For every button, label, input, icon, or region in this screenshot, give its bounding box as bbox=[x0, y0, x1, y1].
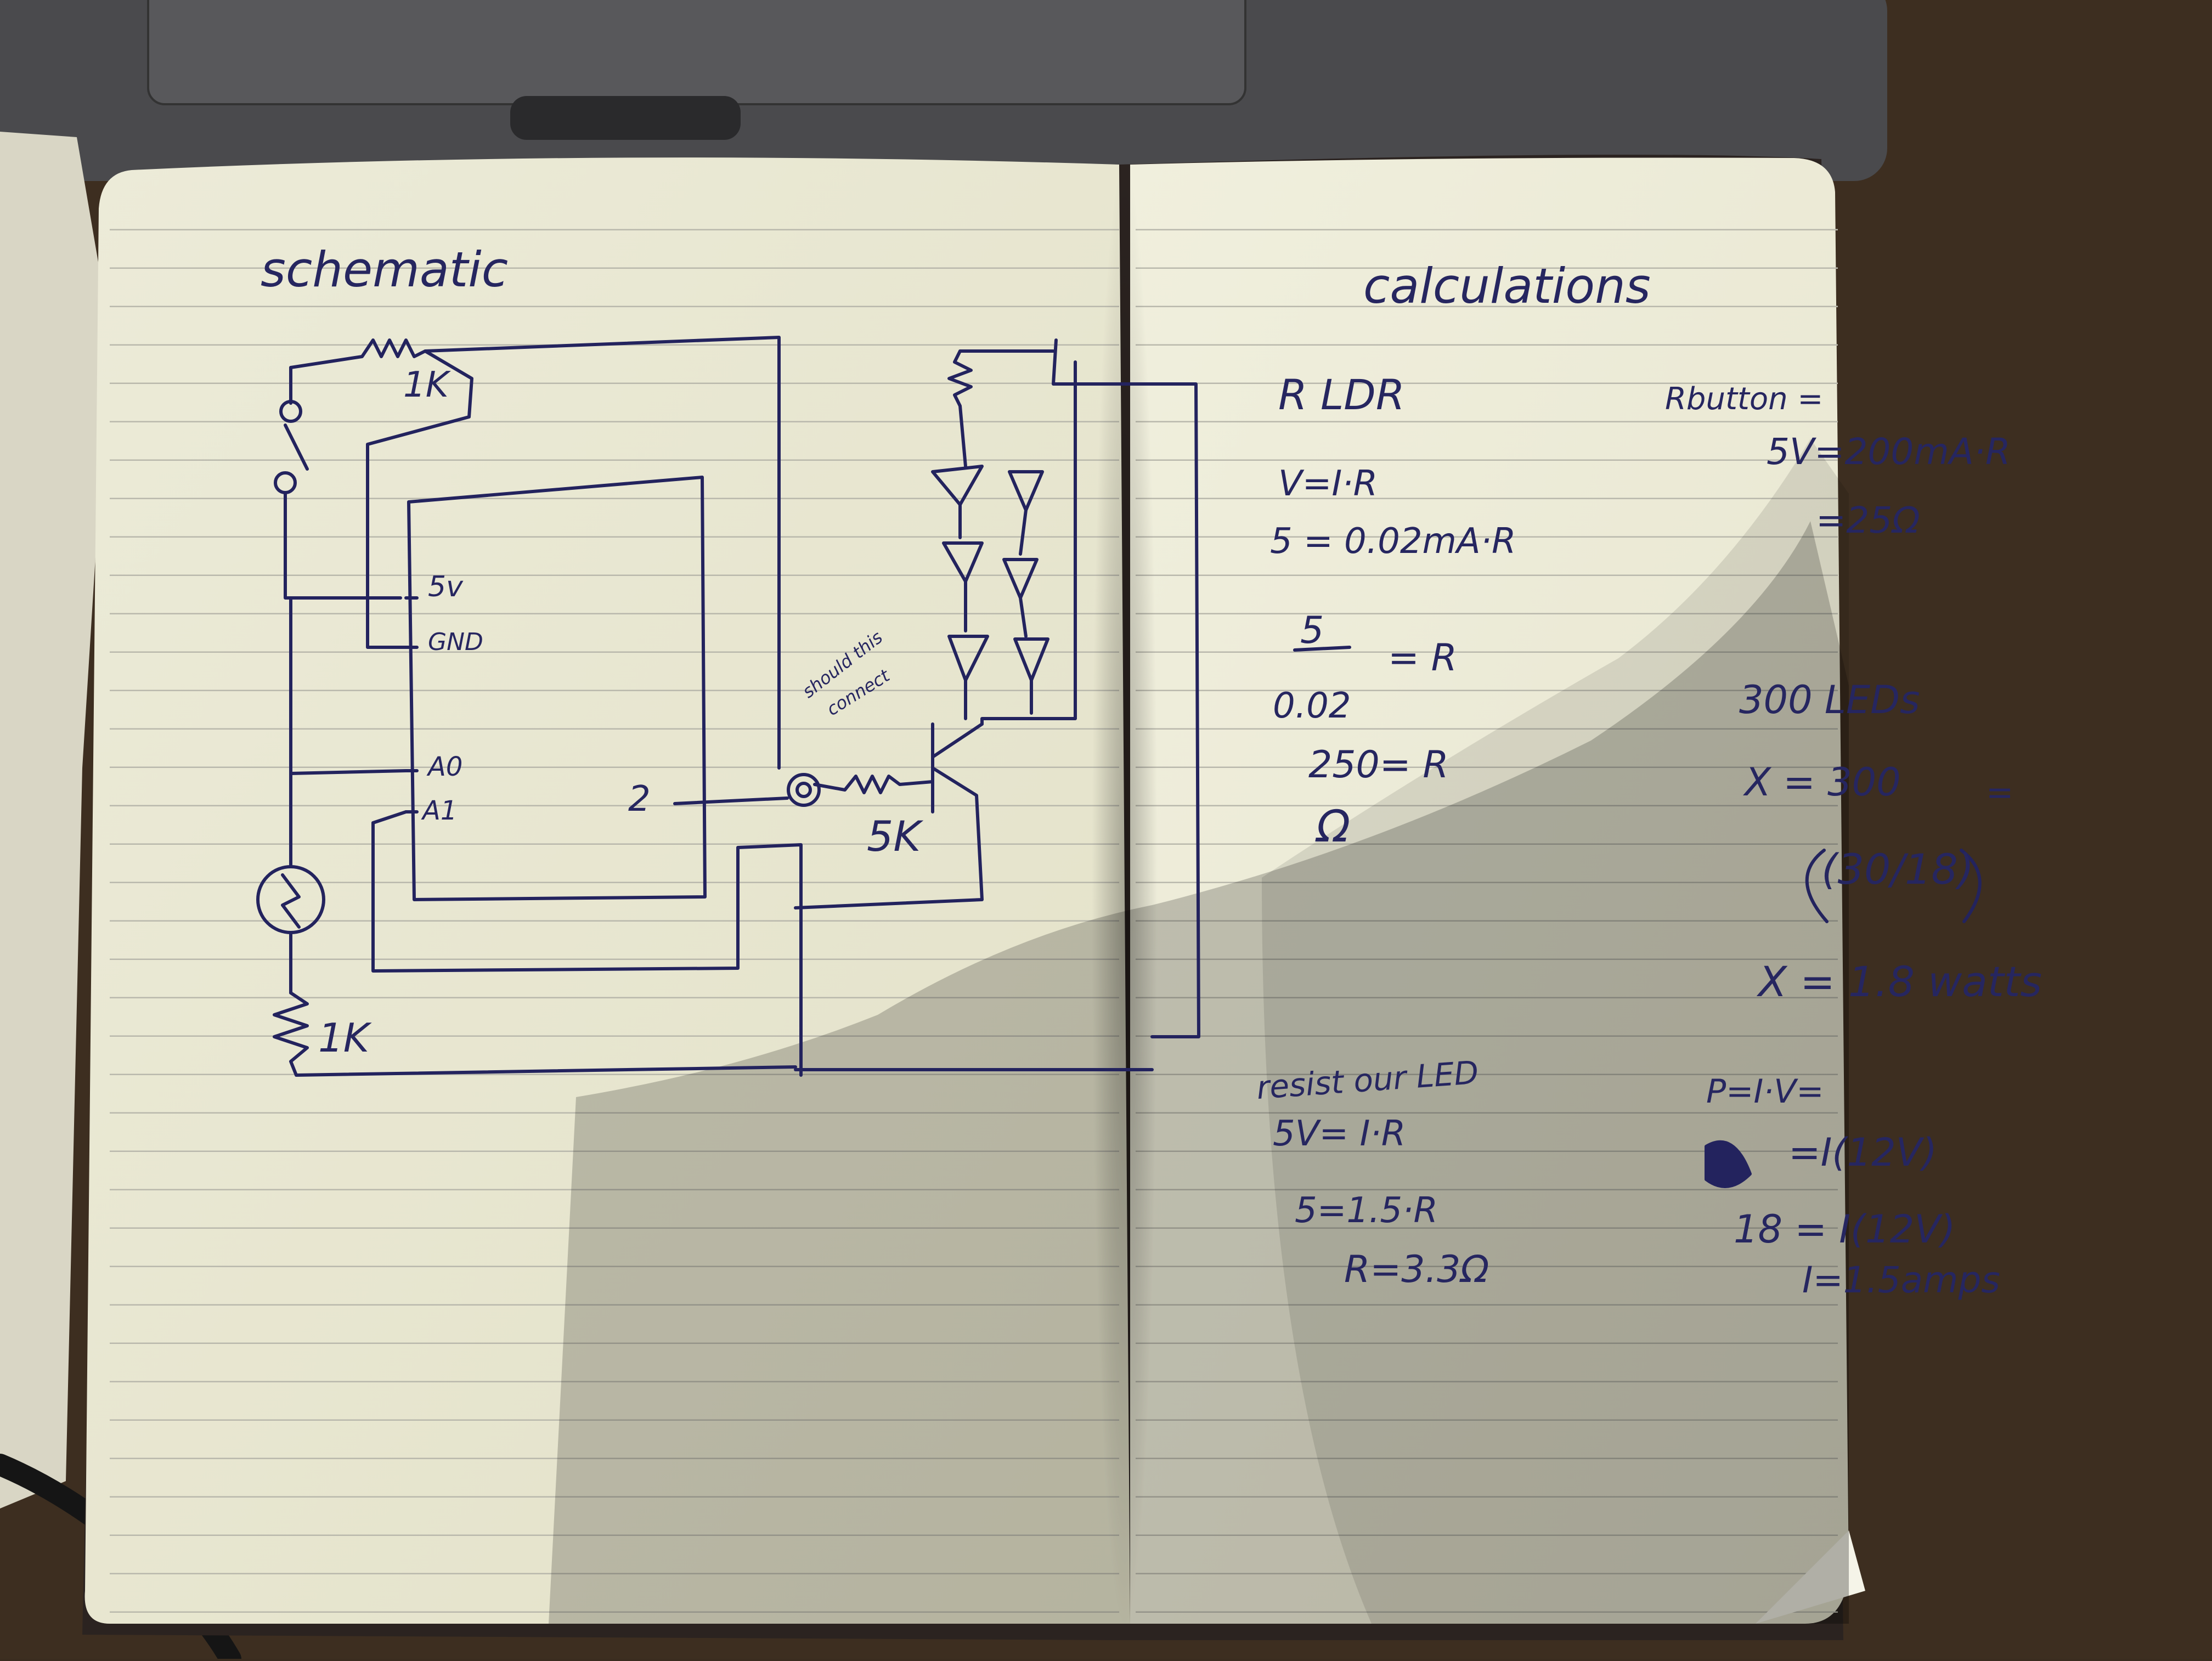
label-pin-2: 2 bbox=[628, 779, 651, 820]
laptop-hinge bbox=[510, 96, 741, 140]
paper-stack bbox=[0, 132, 110, 1509]
leds-line-2: = bbox=[1986, 773, 2014, 812]
spine-shadow bbox=[1092, 159, 1158, 1629]
label-gnd: GND bbox=[428, 628, 483, 656]
laptop-trackpad bbox=[147, 0, 1246, 105]
ldr-line-3: 5 bbox=[1300, 609, 1324, 652]
calculations-title: calculations bbox=[1363, 258, 1651, 314]
leds-line-4: X = 1.8 watts bbox=[1758, 957, 2042, 1006]
power-line-4: I=1.5amps bbox=[1802, 1259, 2000, 1301]
ldr-line-5: = R bbox=[1388, 636, 1457, 680]
resist-line-1: 5V= I·R bbox=[1273, 1114, 1406, 1154]
ldr-line-1: V=I·R bbox=[1278, 464, 1378, 504]
leds-heading: 300 LEDs bbox=[1739, 677, 1920, 722]
button-heading: Rbutton = bbox=[1665, 381, 1824, 417]
leds-line-1: X = 300 bbox=[1745, 760, 1901, 805]
ldr-line-6: 250= R bbox=[1308, 743, 1449, 787]
ldr-line-2: 5 = 0.02mA·R bbox=[1270, 521, 1516, 562]
ldr-line-7: Ω bbox=[1317, 801, 1351, 852]
ldr-line-4: 0.02 bbox=[1273, 686, 1351, 726]
resist-line-2: 5=1.5·R bbox=[1295, 1190, 1438, 1231]
power-line-2: =I(12V) bbox=[1788, 1130, 1937, 1175]
label-a0: A0 bbox=[428, 752, 463, 782]
label-5v: 5v bbox=[428, 570, 463, 603]
schematic-drawing bbox=[256, 336, 1200, 1077]
button-line-2: =25Ω bbox=[1816, 499, 1920, 541]
label-r-top: 1K bbox=[403, 365, 449, 405]
label-a1: A1 bbox=[422, 795, 458, 826]
label-r-transistor: 5K bbox=[867, 812, 921, 861]
button-line-1: 5V=200mA·R bbox=[1767, 431, 2011, 473]
shadow-overlay bbox=[549, 521, 1849, 1624]
right-page bbox=[1130, 157, 1865, 1624]
ldr-heading: R LDR bbox=[1278, 370, 1405, 419]
resist-line-3: R=3.3Ω bbox=[1344, 1248, 1489, 1291]
label-r-bottom: 1K bbox=[318, 1015, 370, 1061]
left-page bbox=[84, 157, 1131, 1624]
power-line-1: P=I·V= bbox=[1706, 1072, 1824, 1111]
leds-line-3: (30/18) bbox=[1821, 845, 1974, 894]
calculation-strokes bbox=[1293, 646, 1982, 1188]
schematic-title: schematic bbox=[261, 241, 509, 298]
power-line-3: 18 = I(12V) bbox=[1734, 1207, 1956, 1252]
